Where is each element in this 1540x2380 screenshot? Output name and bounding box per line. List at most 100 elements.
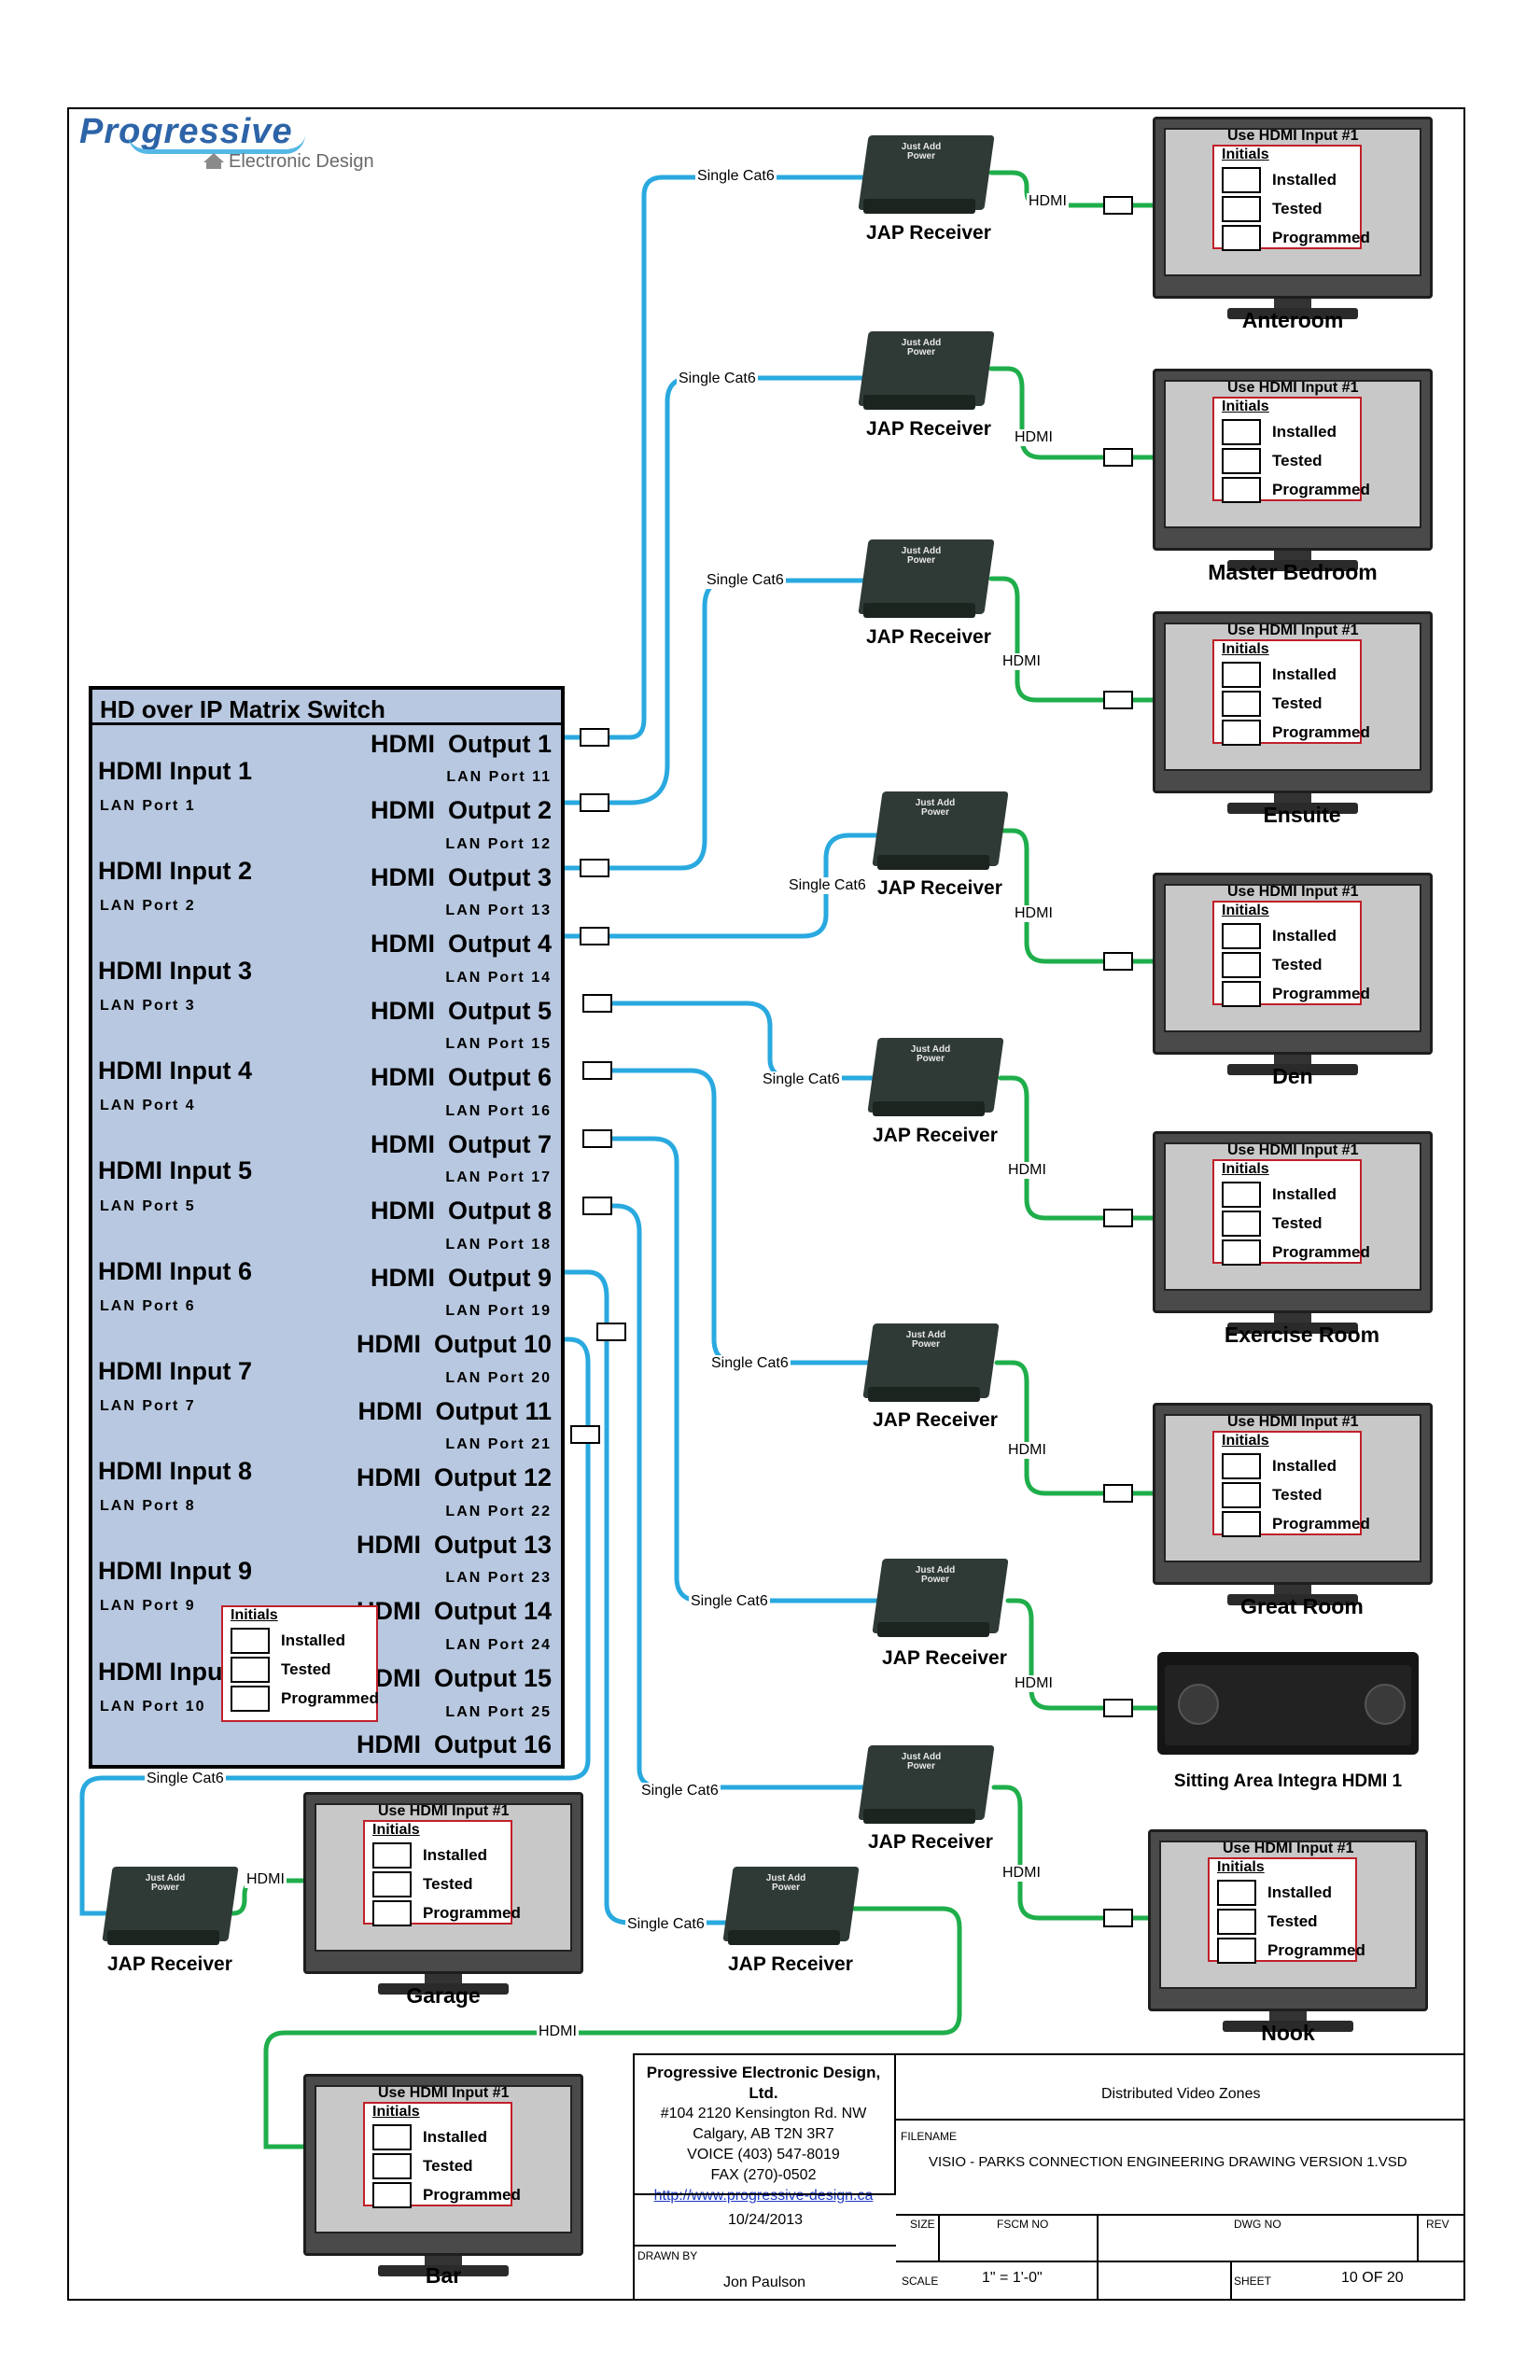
hdmi-connector-1 [1103, 196, 1133, 215]
checklist-box-3[interactable] [1222, 720, 1261, 746]
output-name: Output 2 [448, 796, 552, 824]
hdmi-label-7: HDMI [1013, 1675, 1055, 1692]
checklist-box-3[interactable] [372, 1900, 412, 1926]
checklist-box-1[interactable] [1222, 167, 1261, 193]
checklist-box-2[interactable] [372, 1871, 412, 1897]
room-label: Den [1272, 1064, 1313, 1088]
checklist-box-2[interactable] [1217, 1909, 1256, 1935]
checklist-label-2: Tested [1272, 956, 1323, 973]
dwg-label: DWG NO [1234, 2218, 1281, 2231]
output-name: Output 11 [435, 1397, 552, 1425]
checklist-box-3[interactable] [231, 1686, 270, 1712]
checklist-box-2[interactable] [1222, 691, 1261, 717]
checklist-box-1[interactable] [1222, 1453, 1261, 1479]
checklist-box-2[interactable] [231, 1657, 270, 1683]
tv-stand [1269, 2011, 1307, 2021]
receiver-brand: Just Add Power [901, 142, 942, 161]
output-name: Output 3 [448, 863, 552, 891]
checklist-box-2[interactable] [372, 2153, 412, 2179]
checklist-box-3[interactable] [1217, 1938, 1256, 1964]
checklist-label-1: Installed [1272, 423, 1337, 441]
checklist-box-3[interactable] [372, 2182, 412, 2208]
company-url-link[interactable]: http://www.progressive-design.ca [653, 2188, 874, 2204]
tb-divider [938, 2214, 940, 2261]
checklist-box-3[interactable] [1222, 981, 1261, 1007]
receiver-brand: Just Add Power [901, 546, 942, 566]
tv-stand [1274, 1585, 1311, 1594]
hdmi-connector-3 [1103, 691, 1133, 709]
checklist-box-1[interactable] [1222, 1182, 1261, 1208]
checklist-label-3: Programmed [1272, 1243, 1370, 1261]
checklist-box-2[interactable] [1222, 1482, 1261, 1508]
checklist-box-3[interactable] [1222, 1239, 1261, 1266]
checklist-box-1[interactable] [372, 2124, 412, 2150]
output-connector-8 [582, 1197, 612, 1215]
av-input-knob-icon [1365, 1684, 1406, 1725]
tv-base [1227, 308, 1358, 319]
cat6-wire-1 [557, 175, 866, 740]
checklist-label-1: Installed [1272, 927, 1337, 945]
receiver-great-room: Just Add Power [862, 1323, 1000, 1407]
switch-input-8: HDMI Input 8 [98, 1457, 252, 1485]
output-hdmi-label: HDMI [357, 1397, 423, 1425]
cat6-label-10: Single Cat6 [145, 1771, 226, 1787]
hdmi-label-3: HDMI [1001, 653, 1043, 670]
output-hdmi-label: HDMI [357, 1463, 421, 1491]
checklist-box-2[interactable] [1222, 952, 1261, 978]
receiver-front [873, 1101, 985, 1116]
hdmi-label-4: HDMI [1013, 905, 1055, 922]
room-label: Exercise Room [1224, 1323, 1380, 1347]
output-name: Output 10 [434, 1330, 552, 1358]
tv-stand [1274, 1313, 1311, 1323]
tv-input-note: Use HDMI Input #1 [1227, 380, 1359, 396]
room-label: Ensuite [1263, 803, 1341, 827]
output-connector-5 [582, 994, 612, 1013]
tv-stand [1274, 1055, 1311, 1064]
checklist-label-2: Tested [423, 1875, 473, 1893]
receiver-label: JAP Receiver [873, 1125, 998, 1146]
tv-input-note: Use HDMI Input #1 [1227, 623, 1359, 638]
checklist-box-2[interactable] [1222, 448, 1261, 474]
checklist-box-1[interactable] [1217, 1880, 1256, 1906]
cat6-wire-5 [595, 1001, 875, 1081]
output-name: Output 14 [434, 1597, 552, 1625]
output-name: Output 16 [434, 1730, 552, 1758]
output-name: Output 15 [434, 1664, 552, 1692]
receiver-exercise-room: Just Add Power [867, 1038, 1004, 1122]
checklist-label-2: Tested [1272, 1486, 1323, 1504]
room-label: Anteroom [1241, 308, 1344, 332]
checklist-box-1[interactable] [1222, 662, 1261, 688]
checklist-box-3[interactable] [1222, 1511, 1261, 1537]
checklist-header: Initials [1222, 1161, 1269, 1177]
checklist-box-2[interactable] [1222, 1211, 1261, 1237]
checklist-box-3[interactable] [1222, 225, 1261, 251]
hdmi-wire-10 [263, 1906, 962, 2149]
checklist-label-1: Installed [1272, 665, 1337, 683]
cat6-label-7: Single Cat6 [689, 1593, 770, 1610]
tb-divider [1417, 2214, 1419, 2261]
av-receiver [1157, 1652, 1419, 1755]
output-connector-4 [580, 927, 609, 945]
checklist-box-1[interactable] [1222, 419, 1261, 445]
switch-input-5: HDMI Input 5 [98, 1156, 252, 1184]
checklist-box-1[interactable] [231, 1628, 270, 1654]
checklist-box-2[interactable] [1222, 196, 1261, 222]
tb-divider [633, 2193, 896, 2195]
checklist-label-2: Tested [1272, 694, 1323, 712]
company-address: #104 2120 Kensington Rd. NW [660, 2106, 867, 2121]
receiver-brand: Just Add Power [915, 1565, 956, 1585]
checklist-label-3: Programmed [1272, 985, 1370, 1002]
tv-base [1227, 1064, 1358, 1075]
checklist-box-3[interactable] [1222, 477, 1261, 503]
receiver-brand: Just Add Power [910, 1044, 951, 1064]
receiver-label: JAP Receiver [866, 418, 991, 440]
checklist-box-1[interactable] [1222, 923, 1261, 949]
checklist-box-1[interactable] [372, 1842, 412, 1869]
